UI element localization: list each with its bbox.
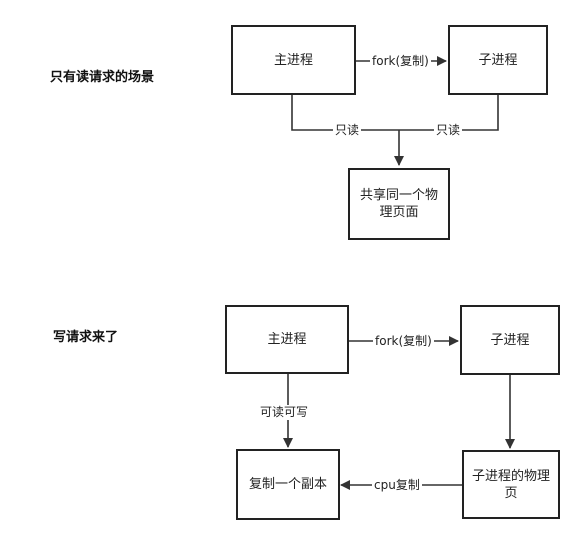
shared-physical-page-box: 共享同一个物理页面: [348, 168, 450, 240]
parent-process-label: 主进程: [273, 52, 313, 68]
child-process-label: 子进程: [478, 52, 518, 68]
fork-label-bottom: fork(复制): [373, 334, 434, 349]
read-path-child: [399, 95, 499, 131]
child-physical-page-label: 子进程的物理页: [472, 468, 551, 501]
parent-process-box-bottom: 主进程: [225, 305, 349, 374]
parent-process-box-top: 主进程: [231, 25, 356, 95]
shared-physical-page-label: 共享同一个物理页面: [359, 188, 438, 220]
fork-label-top: fork(复制): [370, 54, 431, 69]
child-process-label: 子进程: [490, 332, 530, 348]
read-path-parent: [291, 95, 399, 131]
read-write-label: 可读可写: [258, 405, 311, 420]
parent-process-label: 主进程: [267, 332, 307, 347]
child-process-box-top: 子进程: [448, 25, 548, 95]
read-only-label-right: 只读: [434, 123, 463, 138]
child-physical-page-box: 子进程的物理页: [462, 450, 560, 519]
child-process-box-bottom: 子进程: [460, 305, 560, 375]
section-title-write: 写请求来了: [53, 330, 119, 345]
section-title-read: 只有读请求的场景: [50, 70, 155, 85]
copy-page-label: 复制一个副本: [248, 477, 327, 492]
cpu-copy-label: cpu复制: [372, 478, 422, 493]
copy-page-box: 复制一个副本: [236, 449, 340, 520]
read-only-label-left: 只读: [333, 123, 362, 138]
